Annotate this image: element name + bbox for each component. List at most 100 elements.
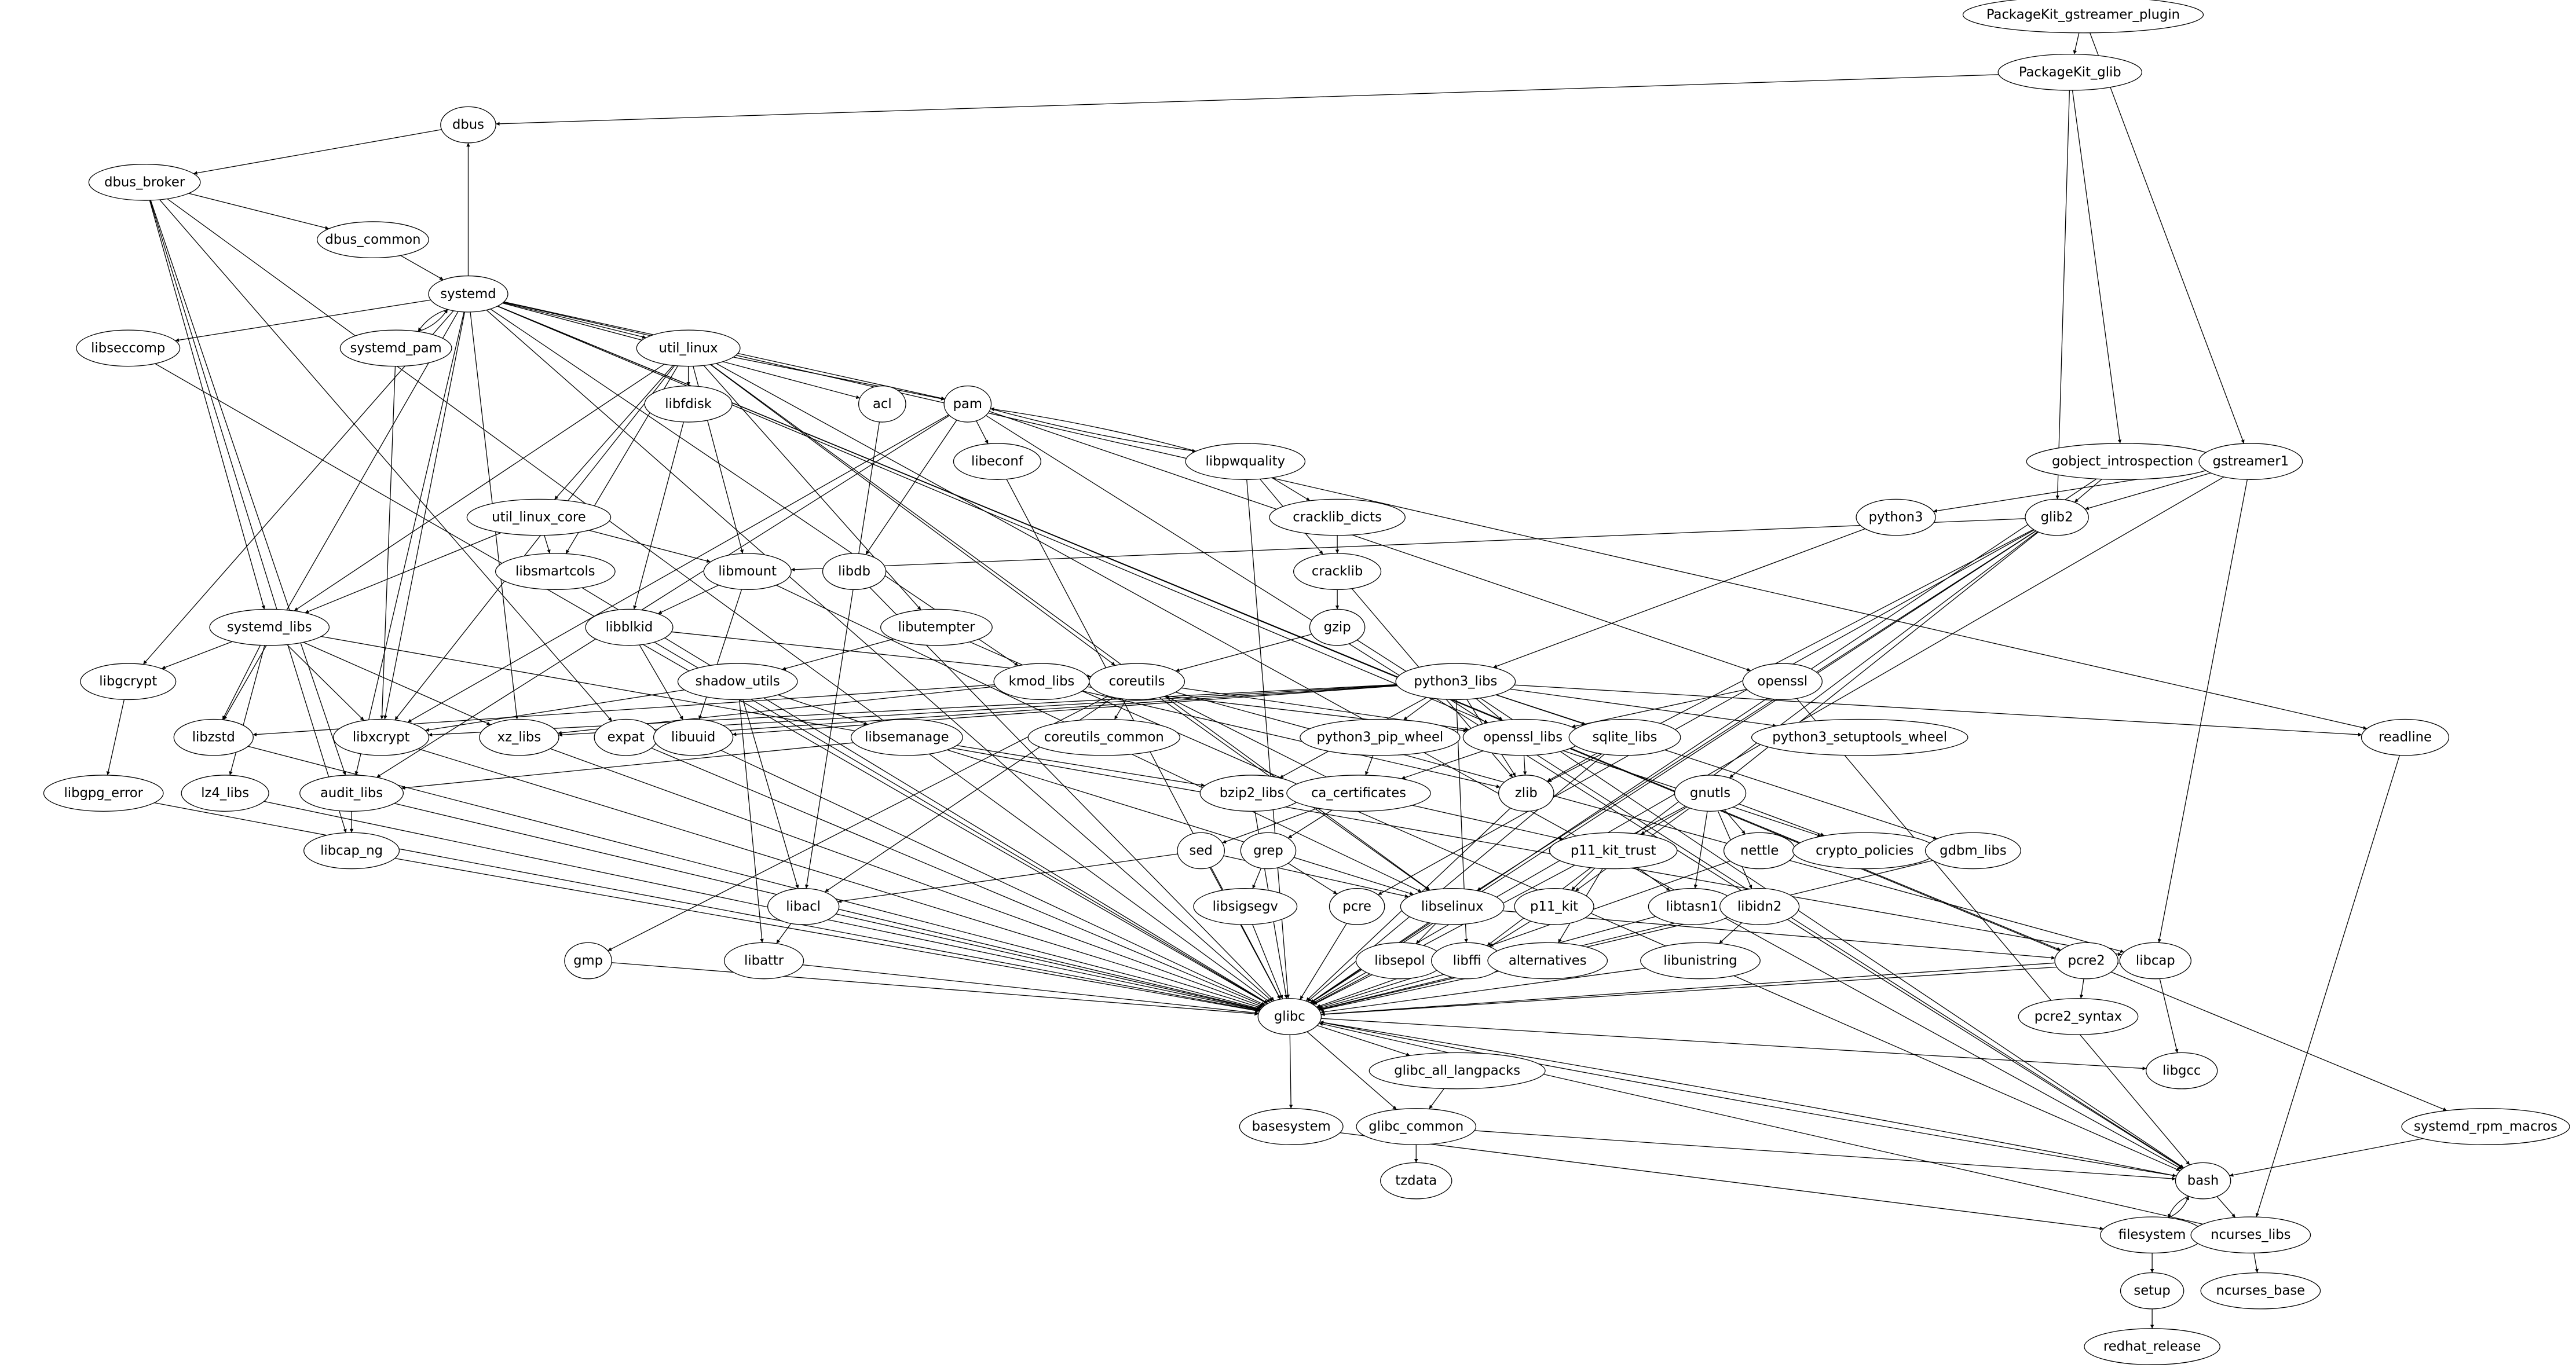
node-gstreamer1[interactable] (2199, 443, 2303, 479)
node-libpwquality[interactable] (1185, 443, 1305, 479)
node-libunistring[interactable] (1641, 942, 1761, 978)
node-readline[interactable] (2362, 719, 2449, 755)
node-libuuid[interactable] (654, 719, 733, 755)
edge-glibc-to-glibc_common (1307, 1032, 1397, 1110)
node-python3_libs[interactable] (1396, 663, 1516, 699)
node-systemd_libs[interactable] (210, 609, 330, 645)
node-libeconf[interactable] (953, 443, 1041, 479)
node-libutempter[interactable] (881, 609, 993, 645)
node-python3[interactable] (1856, 499, 1935, 535)
node-ncurses_base[interactable] (2201, 1272, 2321, 1308)
node-pam[interactable] (944, 386, 991, 422)
node-gnutls[interactable] (1674, 775, 1746, 811)
node-tzdata[interactable] (1381, 1162, 1452, 1198)
node-pcre2_syntax[interactable] (2018, 999, 2138, 1035)
node-libattr[interactable] (724, 942, 804, 978)
node-sed[interactable] (1177, 832, 1224, 868)
node-libcap[interactable] (2120, 942, 2191, 978)
node-libcap_ng[interactable] (304, 832, 400, 868)
node-ncurses_libs[interactable] (2191, 1217, 2311, 1253)
edge-python3_pip_wheel-to-ca_certificates (1364, 755, 1375, 775)
node-label: systemd_rpm_macros (2414, 1119, 2557, 1134)
node-libgcrypt[interactable] (80, 663, 176, 699)
node-label: coreutils_common (1044, 730, 1164, 745)
node-alternatives[interactable] (1488, 942, 1608, 978)
node-label: coreutils (1109, 674, 1165, 689)
edge-gnutls-to-crypto_policies (1739, 804, 1825, 837)
node-glib2[interactable] (2025, 499, 2088, 535)
node-libgcc[interactable] (2146, 1052, 2218, 1088)
node-util_linux_core[interactable] (467, 499, 610, 535)
node-libfdisk[interactable] (645, 386, 732, 422)
node-libsigsegv[interactable] (1194, 889, 1297, 925)
node-util_linux[interactable] (636, 330, 740, 366)
edge-python3_libs-to-openssl_libs (1476, 699, 1503, 721)
node-pcre[interactable] (1329, 889, 1384, 925)
node-systemd_rpm_macros[interactable] (2402, 1109, 2570, 1145)
edge-util_linux-to-pam (733, 357, 945, 403)
node-libidn2[interactable] (1720, 889, 1799, 925)
node-setup[interactable] (2121, 1272, 2184, 1308)
node-ca_certificates[interactable] (1287, 775, 1430, 811)
node-glibc[interactable] (1258, 999, 1321, 1035)
node-coreutils_common[interactable] (1028, 719, 1180, 755)
edge-libutempter-to-shadow_utils (782, 639, 894, 672)
node-PackageKit_glib[interactable] (1998, 54, 2142, 90)
node-libseccomp[interactable] (76, 330, 180, 366)
node-dbus_broker[interactable] (89, 164, 200, 200)
edge-systemd_rpm_macros-to-bash (2230, 1139, 2423, 1179)
node-cracklib_dicts[interactable] (1269, 499, 1405, 535)
node-gmp[interactable] (565, 942, 612, 978)
node-libacl[interactable] (768, 889, 839, 925)
node-basesystem[interactable] (1239, 1109, 1343, 1145)
edge-openssl_libs-to-zlib (1519, 755, 1530, 775)
node-pcre2[interactable] (2055, 942, 2118, 978)
node-libgpg_error[interactable] (43, 775, 163, 811)
node-python3_pip_wheel[interactable] (1300, 719, 1460, 755)
node-dbus_common[interactable] (317, 222, 429, 258)
node-libzstd[interactable] (174, 719, 253, 755)
node-label: alternatives (1509, 953, 1587, 968)
node-p11_kit_trust[interactable] (1549, 832, 1677, 868)
node-coreutils[interactable] (1089, 663, 1185, 699)
node-sqlite_libs[interactable] (1569, 719, 1681, 755)
edge-systemd_pam-to-systemd (418, 309, 448, 331)
node-gdbm_libs[interactable] (1926, 832, 2021, 868)
node-label: acl (873, 397, 892, 412)
node-PackageKit_gstreamer_plugin[interactable] (1963, 0, 2203, 33)
node-libmount[interactable] (704, 553, 791, 589)
node-python3_setuptools_wheel[interactable] (1752, 719, 1968, 755)
node-glibc_all_langpacks[interactable] (1369, 1052, 1545, 1088)
edge-ncurses_libs-to-ncurses_base (2250, 1253, 2261, 1272)
node-libdb[interactable] (822, 553, 885, 589)
node-dbus[interactable] (441, 107, 496, 142)
node-libselinux[interactable] (1400, 889, 1504, 925)
node-gzip[interactable] (1309, 609, 1364, 645)
node-label: libattr (744, 953, 784, 968)
node-grep[interactable] (1241, 832, 1296, 868)
node-p11_kit[interactable] (1514, 889, 1594, 925)
edge-ca_certificates-to-p11_kit_trust (1412, 805, 1563, 842)
node-systemd_pam[interactable] (340, 330, 452, 366)
node-glibc_common[interactable] (1356, 1109, 1476, 1145)
node-systemd[interactable] (429, 276, 508, 312)
node-shadow_utils[interactable] (678, 663, 797, 699)
node-libxcrypt[interactable] (334, 719, 429, 755)
edge-gobject_introspection-to-glib2 (2074, 479, 2102, 503)
node-lz4_libs[interactable] (181, 775, 269, 811)
edge-util_linux-to-coreutils (711, 365, 1115, 666)
edge-pcre2-to-glibc (1321, 963, 2055, 1019)
node-label: libidn2 (1737, 899, 1782, 914)
node-xz_libs[interactable] (480, 719, 559, 755)
node-redhat_release[interactable] (2084, 1329, 2220, 1365)
node-openssl[interactable] (1743, 663, 1822, 699)
node-libblkid[interactable] (586, 609, 673, 645)
node-cracklib[interactable] (1294, 553, 1381, 589)
node-acl[interactable] (859, 386, 906, 422)
edge-PackageKit_glib-to-glib2 (2052, 90, 2070, 499)
node-audit_libs[interactable] (300, 775, 404, 811)
node-libsemanage[interactable] (851, 719, 963, 755)
node-libsmartcols[interactable] (496, 553, 616, 589)
node-zlib[interactable] (1499, 775, 1554, 811)
node-bash[interactable] (2175, 1162, 2230, 1198)
